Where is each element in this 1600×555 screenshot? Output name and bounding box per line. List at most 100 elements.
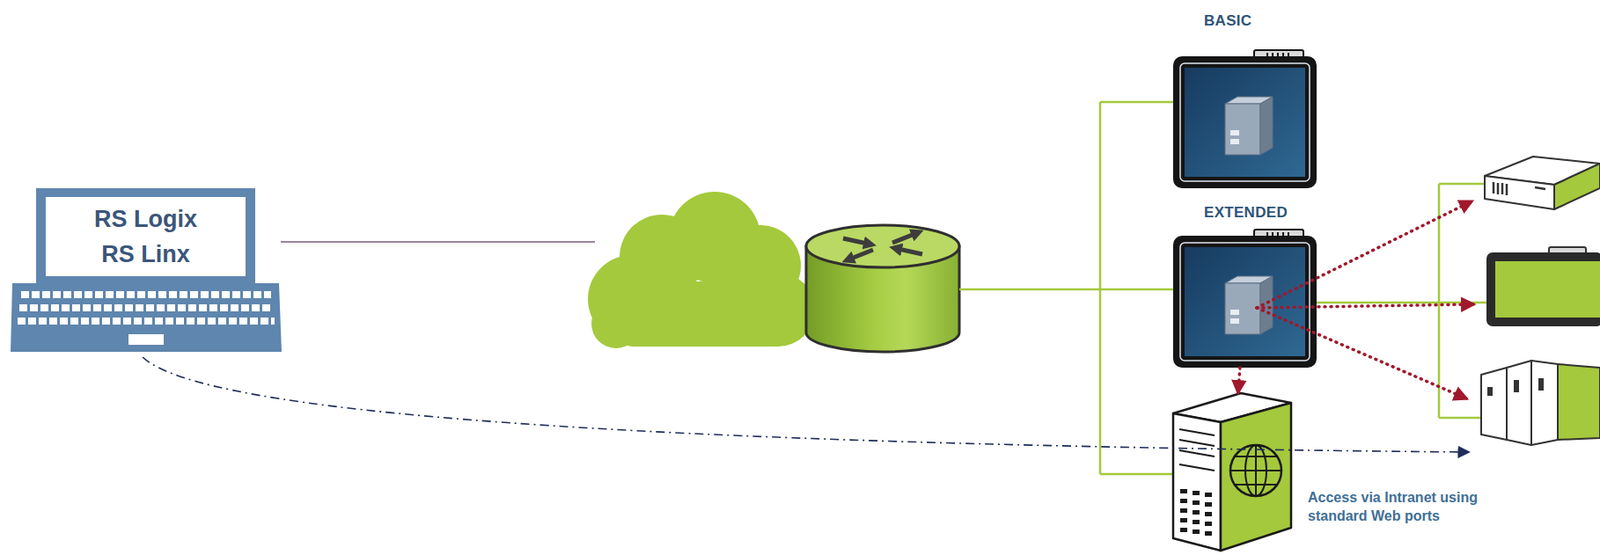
panel-bezel bbox=[1180, 242, 1310, 361]
grille-slot bbox=[1282, 52, 1285, 59]
panel-label: EXTENDED bbox=[1203, 204, 1288, 222]
vent bbox=[1180, 499, 1188, 504]
laptop-screen-node: RS LogixRS Linx bbox=[36, 188, 256, 286]
hmi-panel-node: EXTENDED bbox=[1173, 235, 1317, 368]
grille-slot bbox=[1287, 52, 1290, 59]
hmi-panel bbox=[1173, 50, 1317, 189]
bus-line bbox=[1099, 102, 1102, 475]
slot bbox=[1534, 187, 1546, 190]
plc-led bbox=[1538, 378, 1544, 391]
remote-access-path bbox=[142, 357, 1468, 453]
server-vents bbox=[1180, 489, 1212, 536]
keyboard-keys bbox=[17, 317, 275, 325]
plc-led bbox=[1487, 387, 1493, 397]
vent bbox=[1192, 510, 1200, 515]
plc-side bbox=[1557, 364, 1600, 441]
grille-slot bbox=[1271, 232, 1274, 239]
panel-screen bbox=[1184, 67, 1306, 177]
web-server bbox=[1173, 393, 1292, 551]
panel-frame bbox=[1173, 235, 1317, 368]
data-arrow bbox=[1256, 304, 1474, 309]
hmi-panel-node: BASIC bbox=[1173, 56, 1317, 189]
laptop-screen bbox=[45, 197, 246, 277]
slot bbox=[1497, 183, 1500, 195]
panel-frame bbox=[1486, 252, 1600, 327]
server-front bbox=[1173, 413, 1221, 551]
grille-slots bbox=[1267, 52, 1289, 59]
box-slot bbox=[1230, 130, 1240, 136]
device-front bbox=[1484, 176, 1555, 210]
device-side bbox=[1554, 163, 1600, 210]
grille-slot bbox=[1271, 52, 1274, 59]
panel-frame bbox=[1173, 56, 1317, 189]
software-name: RS Logix bbox=[94, 201, 198, 237]
box-front bbox=[1225, 103, 1261, 155]
vent bbox=[1180, 518, 1188, 523]
vent bbox=[1204, 502, 1212, 507]
panel-bezel bbox=[1180, 63, 1310, 182]
network-link bbox=[280, 241, 595, 243]
slot bbox=[1492, 182, 1496, 194]
bus-line bbox=[1100, 473, 1176, 477]
server-side bbox=[1220, 403, 1292, 551]
router-arrow bbox=[846, 249, 874, 261]
plc-module bbox=[1531, 360, 1558, 446]
grille-slots bbox=[1267, 232, 1289, 239]
keyboard-keys bbox=[21, 291, 272, 299]
grille-slot bbox=[1277, 232, 1279, 239]
router-arrow bbox=[892, 232, 919, 243]
plc-led bbox=[1513, 380, 1520, 393]
vent bbox=[1180, 489, 1188, 494]
vent bbox=[1180, 508, 1188, 514]
globe-parallel bbox=[1230, 469, 1282, 472]
laptop-keyboard-base bbox=[10, 283, 282, 353]
cloud-icon bbox=[587, 191, 815, 349]
cloud-base bbox=[616, 281, 793, 347]
laptop-icon bbox=[10, 188, 282, 353]
server-stripe bbox=[1179, 429, 1215, 436]
box-slot bbox=[1230, 318, 1240, 324]
router-top bbox=[806, 225, 960, 268]
network-bus bbox=[959, 102, 1180, 475]
vent bbox=[1204, 512, 1212, 517]
plc-module bbox=[1506, 360, 1532, 446]
bus-line bbox=[1438, 417, 1486, 420]
data-arrow bbox=[1256, 308, 1467, 399]
web-server-node: Access via Intranet using standard Web p… bbox=[1173, 392, 1292, 551]
vent bbox=[1204, 531, 1212, 536]
slot bbox=[1505, 183, 1509, 196]
panel-screen bbox=[1495, 261, 1600, 318]
grille-slot bbox=[1266, 232, 1269, 239]
globe bbox=[1230, 445, 1282, 497]
vent bbox=[1192, 500, 1200, 506]
globe-parallel bbox=[1234, 484, 1278, 486]
data-arrow bbox=[1238, 367, 1241, 393]
box-slot bbox=[1230, 309, 1240, 316]
globe-parallel bbox=[1234, 455, 1278, 458]
plc-rack bbox=[1481, 360, 1600, 446]
laptop-screen-frame bbox=[36, 188, 256, 286]
slot bbox=[1501, 183, 1505, 195]
box-front bbox=[1225, 283, 1261, 335]
server-stripe bbox=[1179, 464, 1215, 471]
vent bbox=[1192, 529, 1200, 535]
vent bbox=[1204, 492, 1212, 498]
data-flow-arrows bbox=[1256, 201, 1474, 399]
box-side bbox=[1260, 96, 1273, 155]
router-icon bbox=[806, 225, 960, 353]
vent bbox=[1204, 521, 1212, 527]
software-name: RS Linx bbox=[101, 236, 191, 272]
bus-line bbox=[1438, 183, 1490, 186]
grille-slot bbox=[1277, 52, 1279, 59]
router-arrow bbox=[894, 248, 923, 255]
panel-label: BASIC bbox=[1203, 12, 1252, 30]
io-device bbox=[1484, 156, 1600, 210]
keyboard-keys bbox=[19, 304, 273, 312]
bus-line bbox=[1100, 101, 1180, 104]
server-stripe bbox=[1179, 450, 1215, 457]
router-arrow bbox=[843, 238, 872, 245]
vent bbox=[1192, 520, 1200, 525]
device-bus bbox=[1316, 183, 1490, 419]
